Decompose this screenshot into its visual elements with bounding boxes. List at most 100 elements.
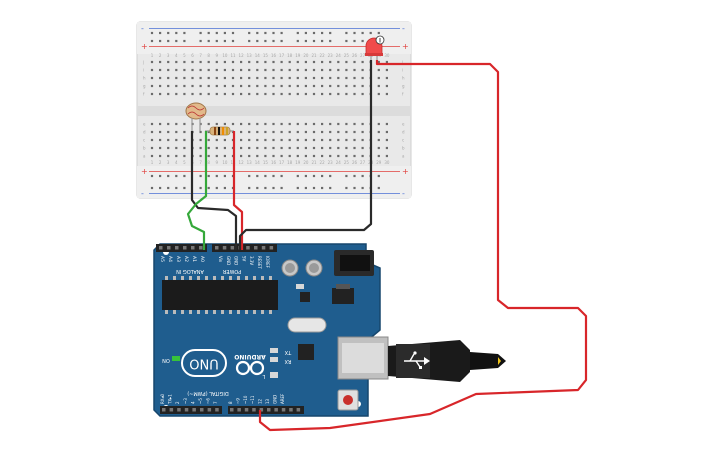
breadboard-hole[interactable] [329, 92, 332, 96]
breadboard-hole[interactable] [312, 84, 316, 88]
rail-hole[interactable] [296, 39, 299, 43]
breadboard-hole[interactable] [361, 76, 364, 80]
header-pin[interactable] [259, 408, 264, 412]
breadboard-hole[interactable] [248, 68, 251, 72]
breadboard-hole[interactable] [296, 130, 299, 134]
breadboard-hole[interactable] [296, 68, 299, 72]
rail-hole[interactable] [280, 174, 283, 178]
breadboard-hole[interactable] [231, 68, 235, 72]
breadboard-hole[interactable] [150, 84, 154, 88]
rail-hole[interactable] [167, 174, 170, 178]
breadboard-hole[interactable] [312, 60, 316, 64]
breadboard-hole[interactable] [183, 76, 186, 80]
breadboard-hole[interactable] [199, 154, 202, 158]
rail-hole[interactable] [167, 31, 170, 35]
breadboard-hole[interactable] [345, 146, 348, 150]
header-pin[interactable] [246, 246, 250, 250]
header-pin[interactable] [296, 408, 301, 412]
breadboard-hole[interactable] [223, 84, 226, 88]
breadboard-hole[interactable] [207, 138, 210, 142]
breadboard-hole[interactable] [321, 68, 324, 72]
rail-hole[interactable] [223, 174, 226, 178]
rail-hole[interactable] [272, 174, 275, 178]
rail-hole[interactable] [248, 174, 251, 178]
rail-hole[interactable] [296, 174, 299, 178]
breadboard-hole[interactable] [377, 68, 380, 72]
breadboard-hole[interactable] [256, 130, 259, 134]
rail-hole[interactable] [345, 174, 348, 178]
breadboard-hole[interactable] [167, 92, 170, 96]
header-pin[interactable] [274, 408, 278, 412]
breadboard-hole[interactable] [215, 76, 218, 80]
breadboard-hole[interactable] [256, 122, 259, 126]
breadboard-hole[interactable] [183, 154, 186, 158]
rail-hole[interactable] [231, 31, 235, 35]
rail-hole[interactable] [207, 39, 210, 43]
breadboard-hole[interactable] [361, 154, 364, 158]
breadboard-hole[interactable] [256, 92, 259, 96]
breadboard-hole[interactable] [304, 76, 307, 80]
breadboard-hole[interactable] [231, 92, 235, 96]
breadboard-hole[interactable] [150, 154, 154, 158]
rail-hole[interactable] [223, 186, 226, 190]
breadboard-hole[interactable] [361, 130, 364, 134]
header-pin[interactable] [192, 408, 196, 412]
breadboard-hole[interactable] [312, 130, 316, 134]
breadboard-hole[interactable] [150, 76, 154, 80]
breadboard-hole[interactable] [183, 130, 186, 134]
breadboard-hole[interactable] [280, 154, 283, 158]
breadboard-hole[interactable] [296, 84, 299, 88]
rail-hole[interactable] [272, 39, 275, 43]
breadboard-hole[interactable] [183, 122, 186, 126]
breadboard-hole[interactable] [345, 60, 348, 64]
breadboard-hole[interactable] [248, 154, 251, 158]
breadboard-hole[interactable] [231, 76, 235, 80]
breadboard-hole[interactable] [240, 154, 243, 158]
breadboard-hole[interactable] [329, 122, 332, 126]
breadboard-hole[interactable] [361, 68, 364, 72]
header-pin[interactable] [207, 408, 212, 412]
breadboard-hole[interactable] [304, 84, 307, 88]
breadboard-hole[interactable] [321, 92, 324, 96]
breadboard-hole[interactable] [337, 130, 340, 134]
rail-hole[interactable] [369, 31, 372, 35]
breadboard-hole[interactable] [159, 154, 162, 158]
breadboard-hole[interactable] [175, 122, 178, 126]
breadboard-hole[interactable] [280, 130, 283, 134]
breadboard-hole[interactable] [215, 154, 218, 158]
breadboard-hole[interactable] [304, 92, 307, 96]
rail-hole[interactable] [353, 186, 356, 190]
header-pin[interactable] [230, 246, 235, 250]
breadboard-hole[interactable] [280, 138, 283, 142]
breadboard-hole[interactable] [280, 60, 283, 64]
breadboard-hole[interactable] [288, 154, 291, 158]
header-pin[interactable] [222, 246, 227, 250]
breadboard-hole[interactable] [329, 84, 332, 88]
breadboard-hole[interactable] [280, 84, 283, 88]
breadboard-hole[interactable] [240, 122, 243, 126]
breadboard-hole[interactable] [175, 146, 178, 150]
breadboard-hole[interactable] [191, 60, 194, 64]
breadboard-hole[interactable] [191, 68, 194, 72]
rail-hole[interactable] [183, 186, 186, 190]
header-pin[interactable] [199, 246, 203, 250]
breadboard-hole[interactable] [199, 68, 202, 72]
breadboard-hole[interactable] [199, 130, 202, 134]
breadboard-hole[interactable] [264, 122, 267, 126]
breadboard-hole[interactable] [321, 60, 324, 64]
breadboard-hole[interactable] [385, 130, 388, 134]
breadboard-hole[interactable] [175, 130, 178, 134]
breadboard-hole[interactable] [361, 122, 364, 126]
breadboard-hole[interactable] [272, 138, 275, 142]
breadboard-hole[interactable] [280, 92, 283, 96]
rail-hole[interactable] [256, 31, 259, 35]
breadboard-hole[interactable] [199, 146, 202, 150]
breadboard-hole[interactable] [231, 122, 235, 126]
rail-hole[interactable] [321, 174, 324, 178]
rail-hole[interactable] [377, 186, 380, 190]
header-pin[interactable] [215, 408, 219, 412]
breadboard-hole[interactable] [159, 130, 162, 134]
rail-hole[interactable] [175, 174, 178, 178]
rail-hole[interactable] [215, 174, 218, 178]
rail-hole[interactable] [150, 31, 154, 35]
